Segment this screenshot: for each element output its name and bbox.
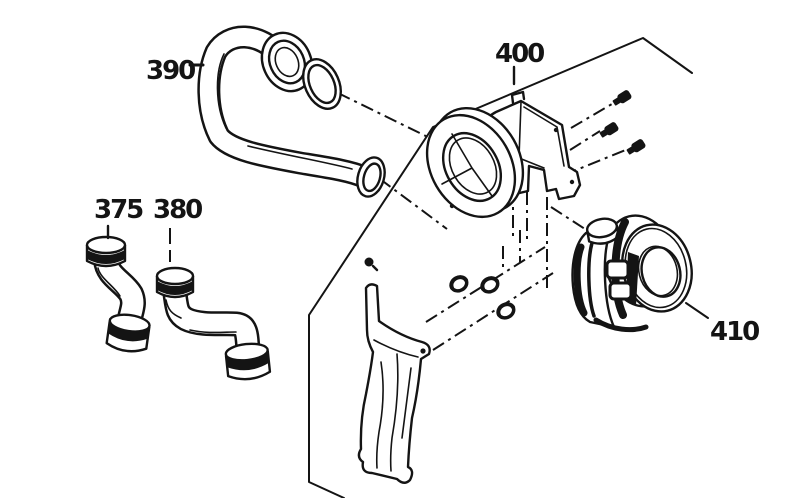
o-ring-seal: [302, 58, 342, 110]
heater-hose-375: [85, 235, 151, 353]
part-label-410: 410: [710, 317, 759, 347]
screw: [612, 90, 632, 106]
motor-cap: [585, 217, 620, 245]
bolt: [364, 257, 374, 267]
screw: [626, 139, 646, 155]
label-leader-410: [685, 302, 709, 319]
mounting-screws: [599, 90, 646, 155]
part-label-380: 380: [153, 195, 202, 225]
leader-line: [569, 130, 601, 151]
bracket-hole: [420, 348, 426, 354]
heater-hose-380: [155, 266, 272, 381]
bolt-tip: [371, 264, 379, 272]
pipe-end-cuff: [356, 156, 386, 198]
nut: [480, 276, 500, 294]
blower-housing-400: [425, 90, 582, 219]
nut: [449, 275, 469, 293]
terminal: [605, 259, 630, 280]
water-pipe-390: [197, 25, 386, 198]
terminal: [608, 281, 633, 301]
screw: [599, 122, 619, 138]
screw-hole: [449, 203, 455, 209]
mounting-nuts: [449, 275, 516, 320]
part-label-400: 400: [495, 39, 544, 69]
part-label-390: 390: [146, 56, 195, 86]
fan-opening: [640, 246, 682, 298]
leader-line: [570, 103, 613, 129]
leader-line: [550, 206, 589, 232]
screw-hole: [553, 127, 559, 133]
ring-spokes: [441, 133, 493, 197]
boundary-outline: [308, 37, 693, 498]
pipe-flange: [260, 31, 314, 93]
blower-motor-410: [571, 214, 693, 333]
label-pointers: [106, 63, 709, 319]
screw-hole: [569, 179, 575, 185]
part-label-375: 375: [94, 195, 143, 225]
mounting-bracket: [357, 257, 431, 484]
nut: [496, 302, 516, 320]
leader-line: [337, 92, 437, 142]
leader-line: [432, 272, 554, 351]
